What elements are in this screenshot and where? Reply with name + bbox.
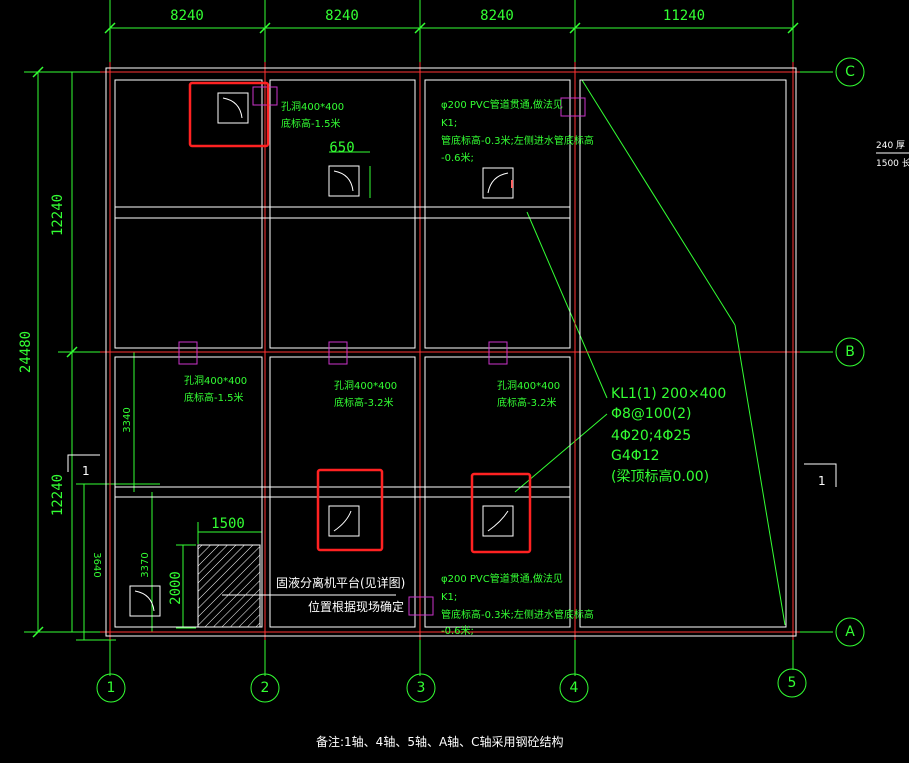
sump-icon (328, 165, 360, 197)
pvc-note-top-3: 管底标高-0.3米;左侧进水管底标高 (441, 134, 594, 147)
hole-markers (178, 86, 586, 616)
dim-left-lower: 12240 (50, 474, 66, 516)
dim-left-total: 24480 (18, 331, 34, 373)
section-mark-right: 1 (818, 474, 826, 488)
dim-inner-c: 3640 (91, 552, 102, 577)
beam-label-2: Φ8@100(2) (611, 406, 691, 422)
pvc-note-top-1: φ200 PVC管道贯通,做法见 (441, 98, 563, 111)
equipment-note-1: 固液分离机平台(见详图) (276, 575, 405, 590)
sump-symbols (129, 92, 514, 617)
pvc-note-bottom-2: K1; (441, 592, 457, 603)
beam-label-1: KL1(1) 200×400 (611, 386, 726, 402)
beam-label-5: (梁顶标高0.00) (611, 468, 709, 485)
equipment-note-2: 位置根据现场确定 (308, 599, 404, 614)
hole-note-mid-right-1: 孔洞400*400 (497, 380, 560, 392)
dim-inner-b: 3370 (140, 552, 151, 577)
sump-icon (482, 505, 514, 537)
hole-note-mid-center-1: 孔洞400*400 (334, 380, 397, 392)
dim-left-upper: 12240 (50, 194, 66, 236)
axis-label-b: B (845, 344, 855, 360)
axis-label-c: C (845, 64, 855, 80)
hole-note-mid-right-2: 底标高-3.2米 (497, 396, 557, 409)
axis-label-1: 1 (107, 680, 116, 696)
hole-note-top-left-1: 孔洞400*400 (281, 101, 344, 113)
pvc-note-top-2: K1; (441, 118, 457, 129)
dim-inner-a: 3340 (122, 407, 133, 432)
pvc-note-bottom-4: -0.6米; (441, 624, 474, 637)
pvc-note-bottom-3: 管底标高-0.3米;左侧进水管底标高 (441, 608, 594, 621)
footer-note: 备注:1轴、4轴、5轴、A轴、C轴采用钢砼结构 (316, 734, 564, 749)
axis-label-2: 2 (261, 680, 270, 696)
beam-label-4: G4Φ12 (611, 448, 660, 464)
side-note-2: 1500 长 (876, 157, 909, 169)
dimension-lines (24, 0, 833, 676)
hole-note-mid-center-2: 底标高-3.2米 (334, 396, 394, 409)
pvc-note-bottom-1: φ200 PVC管道贯通,做法见 (441, 572, 563, 585)
side-note-1: 240 厚 (876, 140, 905, 151)
walls (105, 67, 797, 637)
dim-pit-depth: 2000 (168, 571, 184, 605)
sump-icon (217, 92, 249, 124)
highlight-boxes (188, 81, 532, 554)
axis-label-5: 5 (788, 675, 797, 691)
hole-note-mid-left-1: 孔洞400*400 (184, 375, 247, 387)
dim-pit-width: 1500 (211, 516, 245, 532)
axis-label-4: 4 (570, 680, 579, 696)
dim-top-4: 11240 (663, 8, 705, 24)
sump-icon (482, 167, 514, 199)
section-marks (67, 454, 837, 487)
sump-icon (129, 585, 161, 617)
equipment-pit-hatch (197, 544, 261, 628)
hole-note-top-left-2: 底标高-1.5米 (281, 117, 341, 130)
hole-note-mid-left-2: 底标高-1.5米 (184, 391, 244, 404)
axis-label-a: A (845, 624, 855, 640)
beam-label-3: 4Φ20;4Φ25 (611, 428, 691, 444)
section-mark-left: 1 (82, 464, 90, 478)
dim-opening-650: 650 (329, 140, 354, 156)
dim-top-2: 8240 (325, 8, 359, 24)
axis-grid (100, 62, 800, 640)
dim-top-1: 8240 (170, 8, 204, 24)
pvc-note-top-4: -0.6米; (441, 151, 474, 164)
sump-icon (328, 505, 360, 537)
axis-label-3: 3 (417, 680, 426, 696)
axis-bubbles (96, 57, 865, 703)
dim-top-3: 8240 (480, 8, 514, 24)
